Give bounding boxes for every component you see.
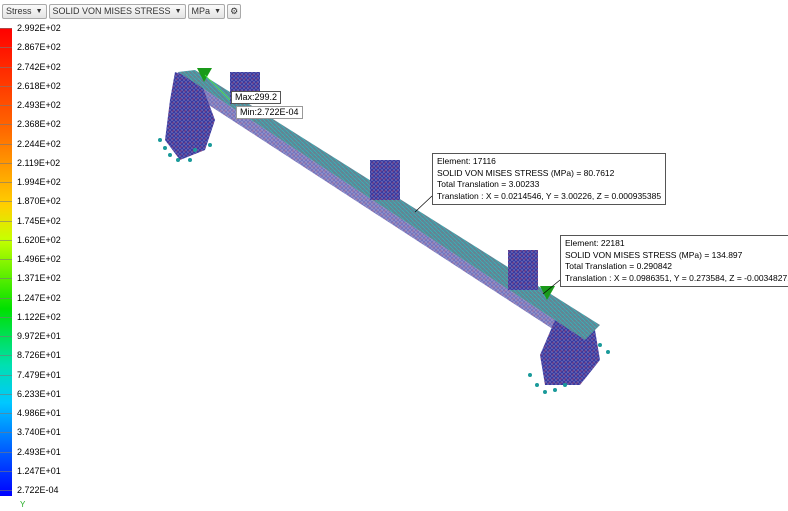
legend-tick: [0, 297, 12, 299]
legend-value: 2.618E+02: [17, 80, 61, 91]
color-legend-bar: [0, 28, 12, 496]
probe-element: Element: 17116: [437, 156, 496, 166]
legend-tick: [0, 374, 12, 376]
load-block: [508, 250, 538, 290]
settings-button[interactable]: ⚙: [227, 4, 242, 19]
legend-value: 2.722E-04: [17, 485, 59, 495]
fixed-constraint-icons: [158, 138, 610, 394]
probe-translation: Translation : X = 0.0986351, Y = 0.27358…: [565, 272, 788, 283]
legend-value: 9.972E+01: [17, 331, 61, 341]
legend-tick: [0, 162, 12, 164]
legend-tick: [0, 220, 12, 222]
legend-value: 2.368E+02: [17, 119, 61, 130]
probe-total-translation: Total Translation = 3.00233: [437, 179, 540, 189]
legend-value: 2.244E+02: [17, 138, 61, 149]
result-type-label: Stress: [6, 6, 32, 16]
legend-value: 2.742E+02: [17, 61, 61, 72]
axis-triad-y: Y: [20, 500, 26, 509]
legend-value: 1.122E+02: [17, 311, 61, 322]
legend-tick: [0, 47, 12, 49]
result-toolbar: Stress▼ SOLID VON MISES STRESS▼ MPa▼ ⚙: [2, 4, 242, 19]
probe-label-element-22181[interactable]: Element: 22181 SOLID VON MISES STRESS (M…: [560, 235, 788, 287]
min-value-label: Min:2.722E-04: [236, 106, 303, 119]
legend-tick: [0, 105, 12, 106]
legend-value: 1.870E+02: [17, 196, 61, 207]
legend-tick: [0, 470, 12, 472]
legend-tick: [0, 316, 12, 318]
legend-value: 2.493E+01: [17, 446, 61, 457]
load-arrow-icon: [540, 286, 555, 300]
legend-tick: [0, 336, 12, 337]
legend-tick: [0, 259, 12, 260]
legend-tick: [0, 490, 12, 491]
legend-value: 2.867E+02: [17, 42, 61, 53]
legend-tick: [0, 201, 12, 203]
legend-tick: [0, 451, 12, 453]
legend-value: 2.992E+02: [17, 23, 61, 33]
beam: [178, 70, 600, 350]
legend-tick: [0, 413, 12, 414]
max-value-label: Max:299.2: [231, 91, 282, 104]
probe-translation: Translation : X = 0.0214546, Y = 3.00226…: [437, 190, 662, 201]
legend-tick: [0, 143, 12, 145]
chevron-down-icon: ▼: [174, 8, 182, 15]
legend-value: 6.233E+01: [17, 388, 61, 399]
legend-value: 1.994E+02: [17, 177, 61, 187]
legend-tick: [0, 432, 12, 434]
legend-tick: [0, 182, 12, 183]
legend-value: 3.740E+01: [17, 427, 61, 438]
load-arrow-icon: [197, 68, 212, 82]
legend-tick: [0, 124, 12, 126]
legend-value: 1.745E+02: [17, 215, 61, 226]
legend-tick: [0, 66, 12, 68]
component-label: SOLID VON MISES STRESS: [52, 6, 171, 16]
legend-tick: [0, 278, 12, 280]
legend-value: 2.119E+02: [17, 157, 61, 168]
probe-total-translation: Total Translation = 0.290842: [565, 261, 673, 271]
legend-value: 1.620E+02: [17, 234, 61, 245]
legend-tick: [0, 393, 12, 395]
component-dropdown[interactable]: SOLID VON MISES STRESS▼: [48, 4, 186, 19]
legend-value: 7.479E+01: [17, 369, 61, 380]
unit-dropdown[interactable]: MPa▼: [187, 4, 226, 19]
unit-label: MPa: [191, 6, 211, 16]
legend-tick: [0, 28, 12, 29]
gear-icon: ⚙: [230, 6, 239, 16]
legend-value: 8.726E+01: [17, 350, 61, 361]
legend-tick: [0, 355, 12, 357]
chevron-down-icon: ▼: [35, 8, 43, 15]
probe-stress: SOLID VON MISES STRESS (MPa) = 134.897: [565, 249, 743, 260]
legend-value: 4.986E+01: [17, 408, 61, 418]
legend-tick: [0, 85, 12, 87]
chevron-down-icon: ▼: [214, 8, 222, 15]
result-type-dropdown[interactable]: Stress▼: [2, 4, 47, 19]
legend-value: 1.496E+02: [17, 254, 61, 264]
probe-label-element-17116[interactable]: Element: 17116 SOLID VON MISES STRESS (M…: [432, 153, 667, 205]
load-block: [370, 160, 400, 200]
probe-element: Element: 22181: [565, 238, 625, 248]
legend-value: 1.247E+01: [17, 465, 61, 476]
legend-value: 1.371E+02: [17, 273, 61, 284]
legend-tick: [0, 239, 12, 241]
probe-stress: SOLID VON MISES STRESS (MPa) = 80.7612: [437, 167, 615, 178]
legend-value: 1.247E+02: [17, 292, 61, 303]
legend-value: 2.493E+02: [17, 100, 61, 110]
